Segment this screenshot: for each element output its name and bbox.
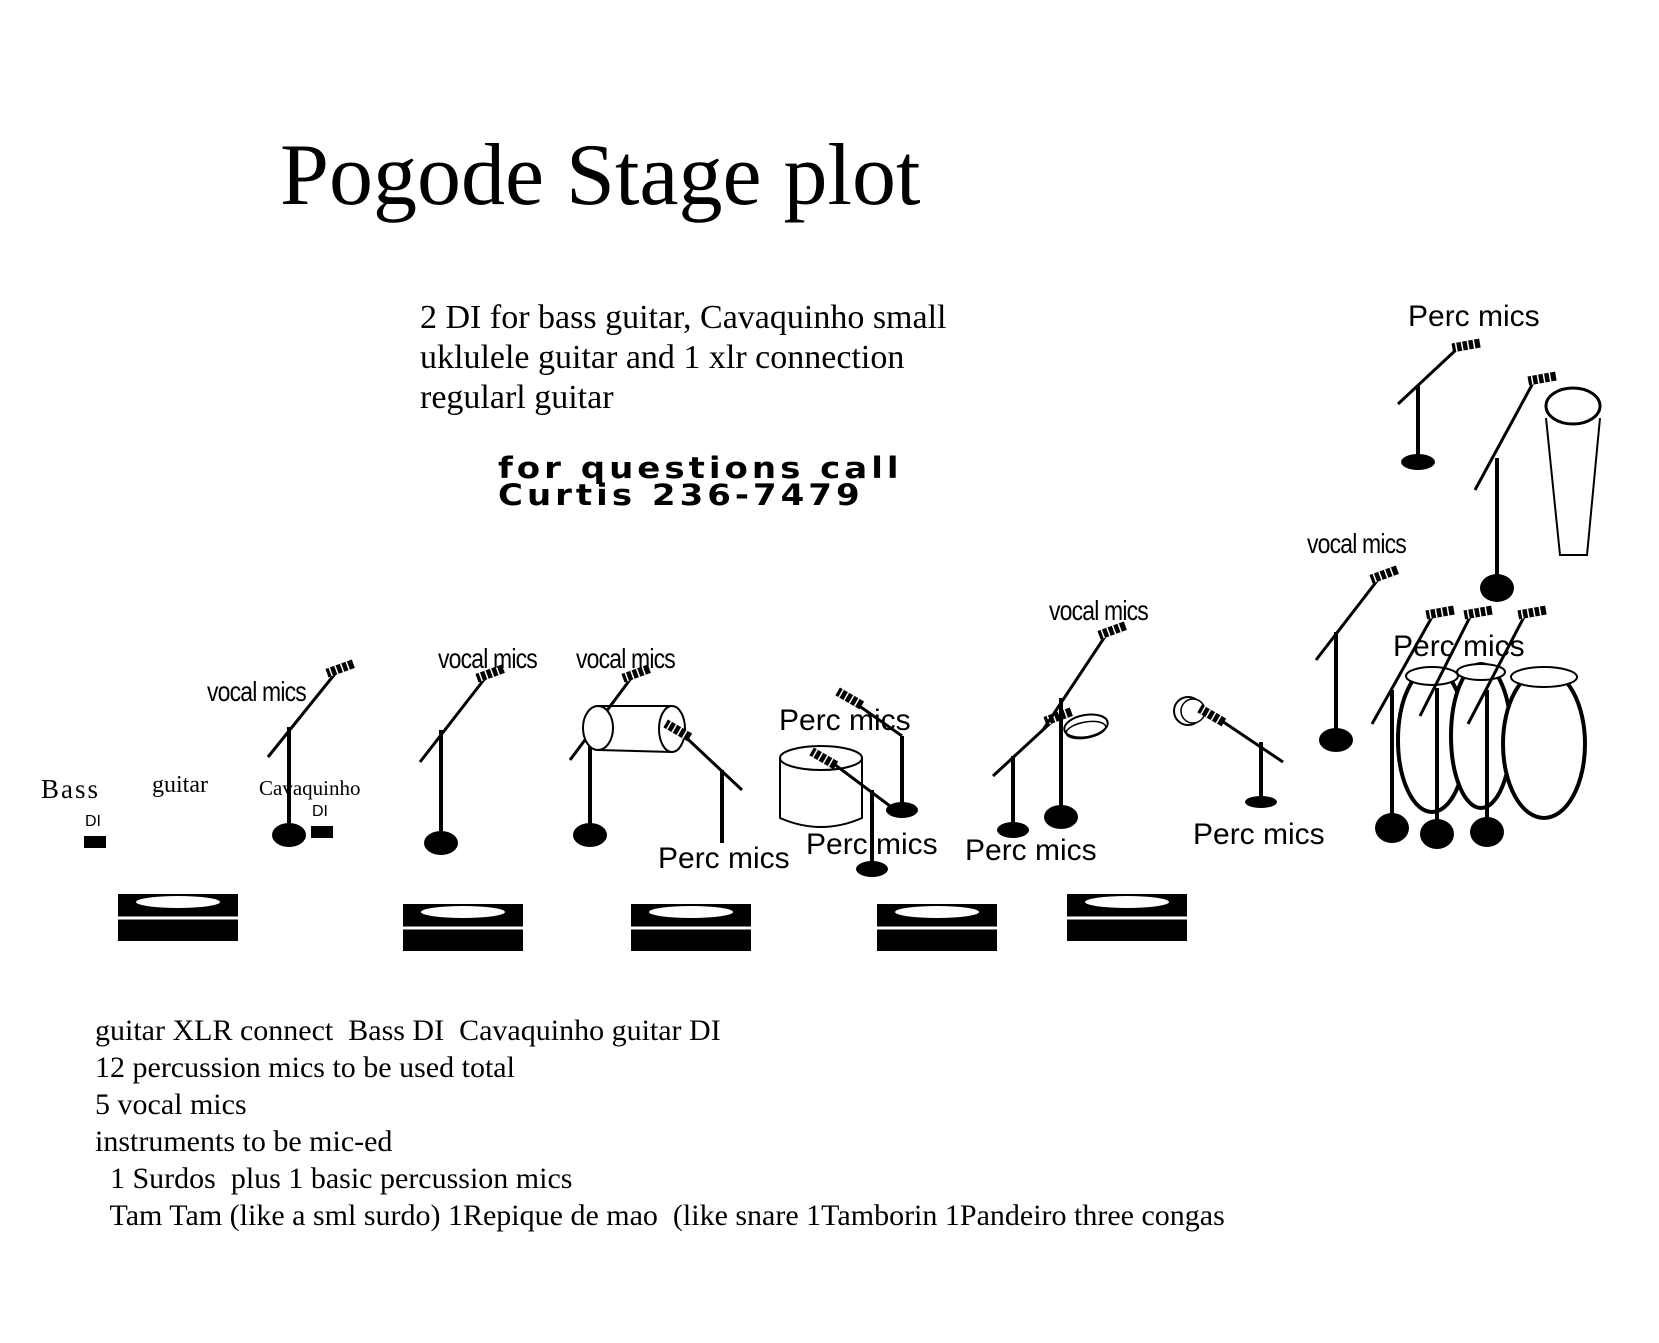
note-line: instruments to be mic-ed xyxy=(95,1125,393,1158)
contact-line: for questions call xyxy=(498,451,903,486)
vocal-mics-label-2: vocal mics xyxy=(438,643,538,674)
contact-info: for questions call Curtis 236-7479 xyxy=(498,451,903,513)
monitor-wedge-1 xyxy=(118,894,238,941)
vocal-mics-label-1: vocal mics xyxy=(207,676,307,707)
perc-mic-stand-7 xyxy=(1473,370,1558,602)
perc-mic-stand-9 xyxy=(1418,604,1494,849)
perc-mic-stand-6 xyxy=(1396,337,1482,470)
perc-mic-stand-4 xyxy=(991,706,1074,838)
vocal-mics-label-5: vocal mics xyxy=(1307,528,1407,559)
page-title: Pogode Stage plot xyxy=(280,127,921,224)
note-line: 5 vocal mics xyxy=(95,1088,247,1121)
info-line: regularl guitar xyxy=(420,379,614,416)
vocal-mic-stand-4 xyxy=(1041,620,1128,829)
perc-mics-label-4: Perc mics xyxy=(658,842,790,875)
note-line: 12 percussion mics to be used total xyxy=(95,1051,515,1084)
perc-mic-stand-1 xyxy=(662,718,744,843)
perc-mics-label-3: Perc mics xyxy=(779,704,911,737)
monitor-wedge-5 xyxy=(1067,894,1187,941)
monitor-wedge-2 xyxy=(403,904,523,951)
pandeiro xyxy=(1063,713,1109,740)
conga-3 xyxy=(1501,666,1587,820)
surdo-drum xyxy=(779,745,863,828)
bass-di-box xyxy=(84,836,106,848)
bass-label: Bass xyxy=(41,774,101,804)
vocal-mics-label-3: vocal mics xyxy=(576,643,676,674)
perc-mics-label-5: Perc mics xyxy=(806,828,938,861)
perc-mics-label-7: Perc mics xyxy=(1193,818,1325,851)
di-requirements: 2 DI for bass guitar, Cavaquinho small u… xyxy=(420,298,947,418)
perc-mic-stand-10 xyxy=(1466,604,1548,847)
bass-di-label: DI xyxy=(85,813,101,830)
cavaquinho-label: Cavaquinho xyxy=(259,776,361,800)
cavaquinho-di-label: DI xyxy=(312,803,328,820)
perc-mics-label-6: Perc mics xyxy=(965,834,1097,867)
contact-line: Curtis 236-7479 xyxy=(498,478,864,513)
guitar-label: guitar xyxy=(152,772,208,798)
vocal-mic-stand-1 xyxy=(266,658,356,847)
perc-mic-stand-2 xyxy=(808,746,891,877)
vocal-mic-stand-2 xyxy=(418,663,506,855)
perc-mics-label-1: Perc mics xyxy=(1408,300,1540,333)
vocal-mics-label-4: vocal mics xyxy=(1049,595,1149,626)
perc-mics-label-2: Perc mics xyxy=(1393,630,1525,663)
vocal-mic-stand-3 xyxy=(568,663,652,847)
info-line: 2 DI for bass guitar, Cavaquinho small xyxy=(420,299,947,336)
perc-mic-stand-5 xyxy=(1196,703,1284,808)
monitor-wedge-4 xyxy=(877,904,997,951)
perc-mic-stand-3 xyxy=(834,686,918,818)
info-line: uklulele guitar and 1 xlr connection xyxy=(420,339,905,376)
input-list-notes: guitar XLR connect Bass DI Cavaquinho gu… xyxy=(95,1012,1225,1234)
note-line: Tam Tam (like a sml surdo) 1Repique de m… xyxy=(95,1199,1225,1232)
note-line: guitar XLR connect Bass DI Cavaquinho gu… xyxy=(95,1014,721,1047)
repique-drum xyxy=(582,705,686,753)
monitor-wedge-3 xyxy=(631,904,751,951)
note-line: 1 Surdos plus 1 basic percussion mics xyxy=(95,1162,573,1195)
tall-drum xyxy=(1544,386,1602,556)
cavaquinho-di-box xyxy=(311,826,333,838)
vocal-mic-stand-5 xyxy=(1314,564,1400,752)
perc-mic-stand-8 xyxy=(1370,604,1456,843)
conga-1 xyxy=(1396,666,1468,814)
